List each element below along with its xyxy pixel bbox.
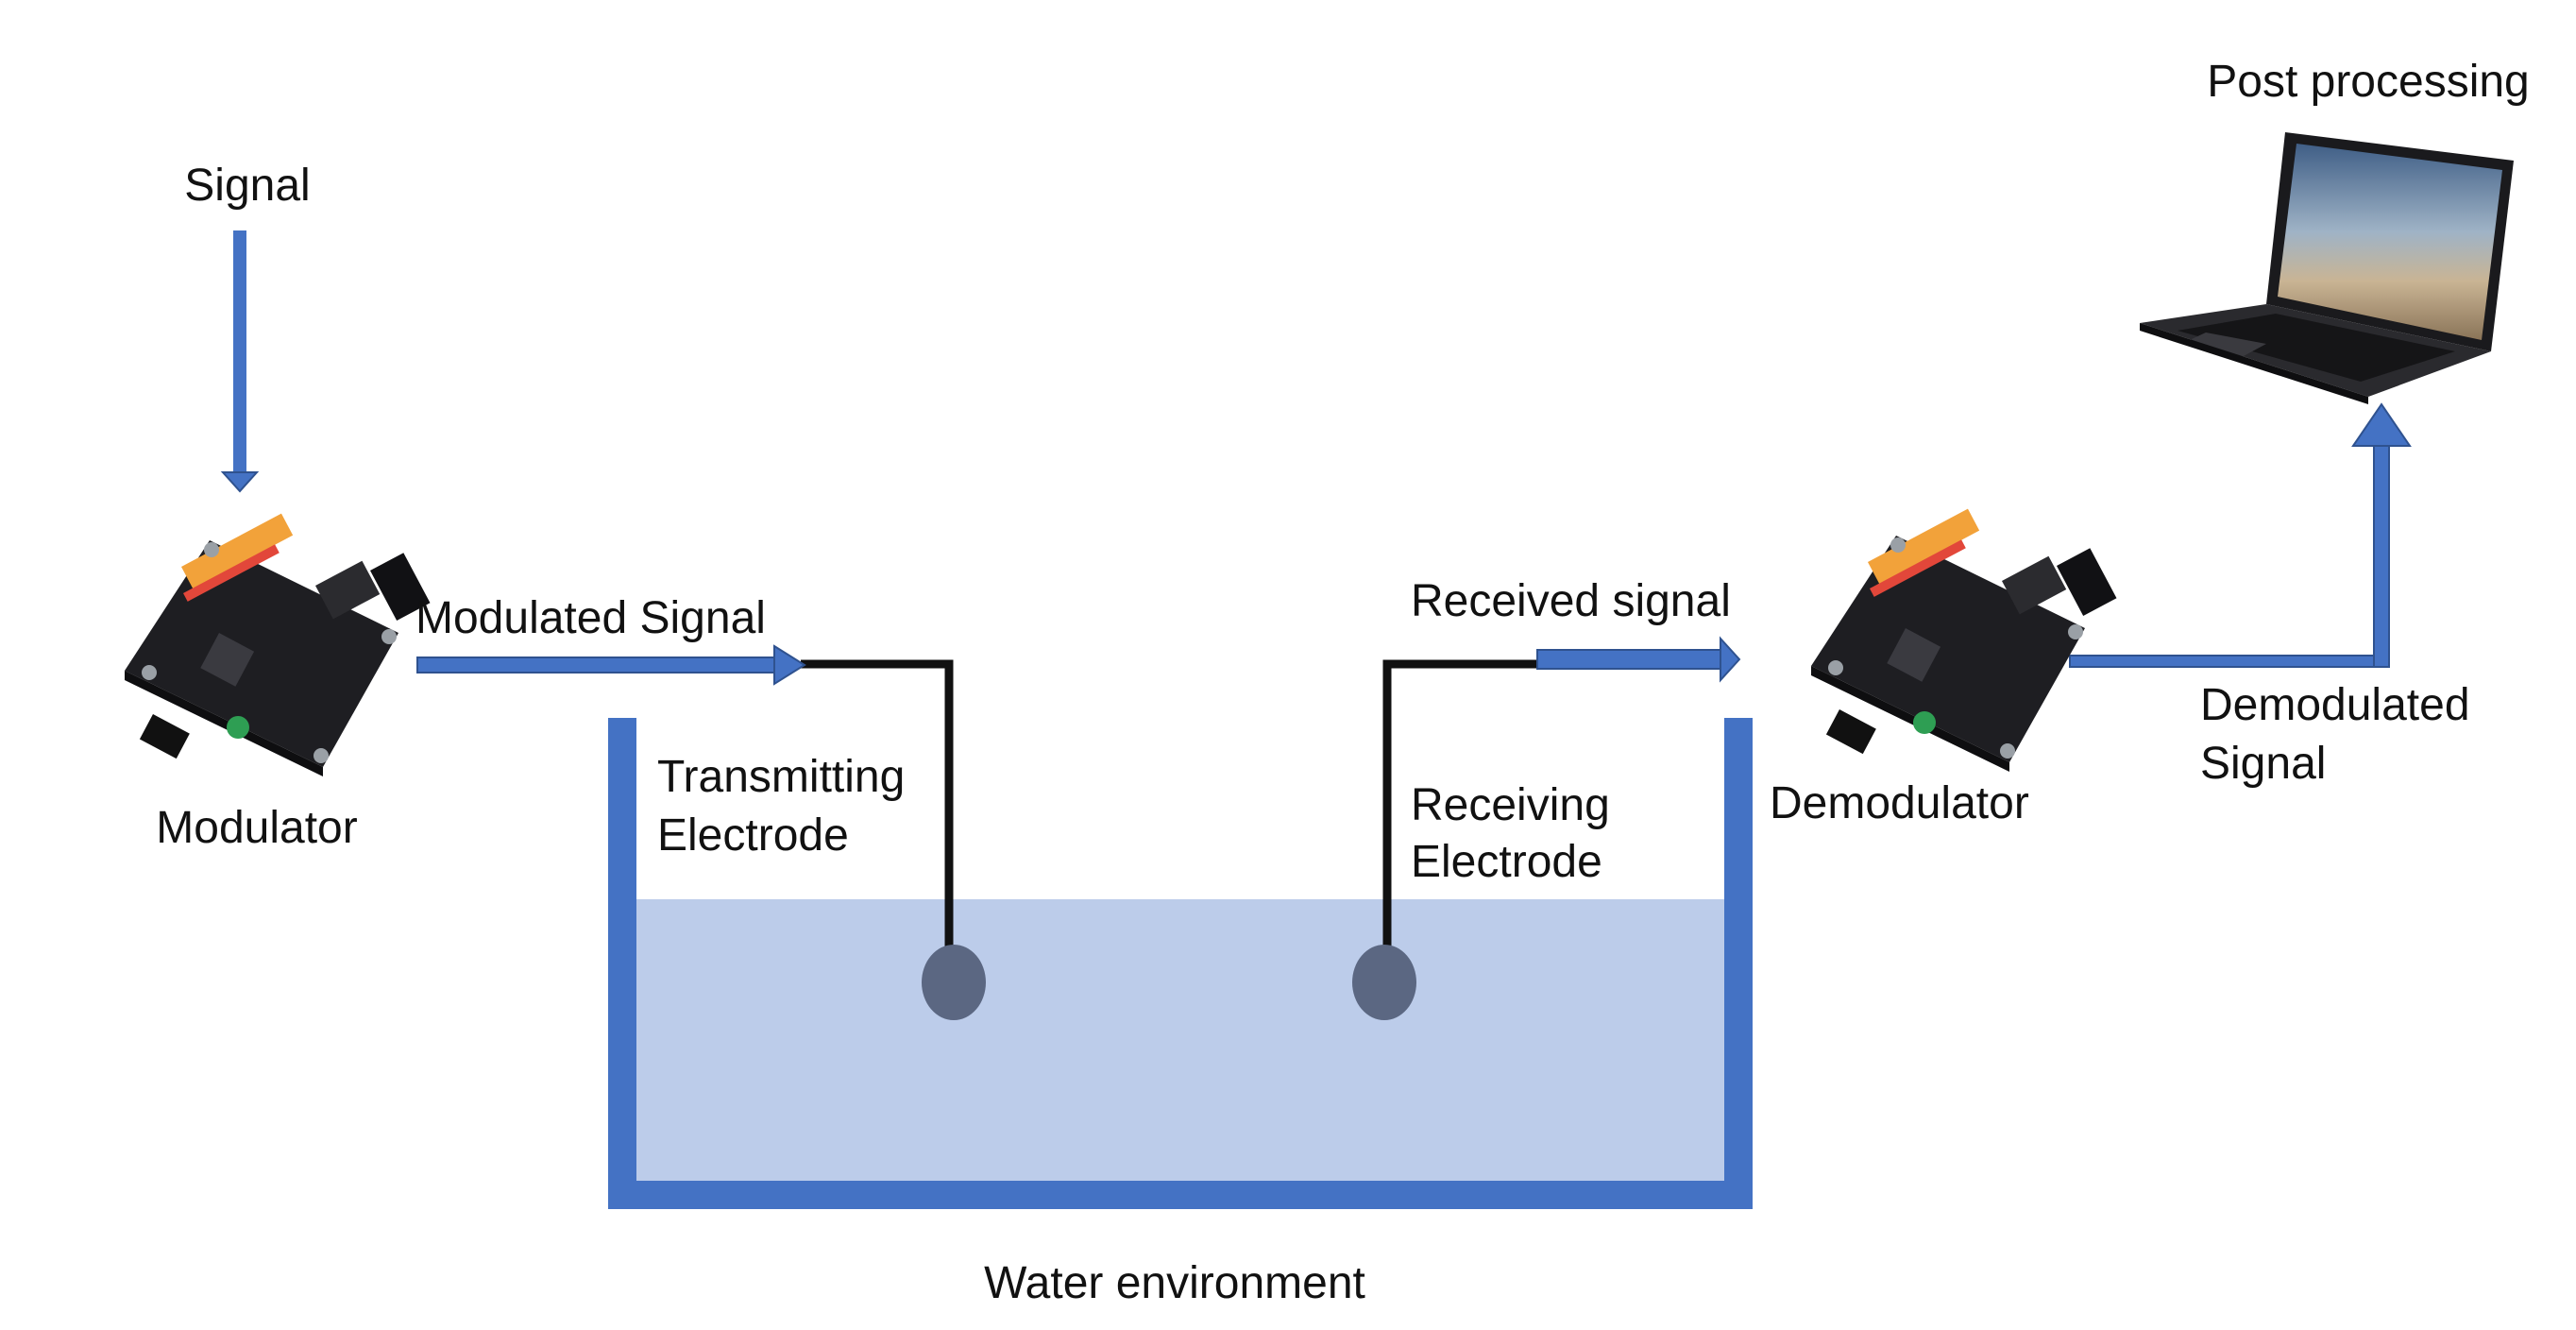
modulator-board-icon	[125, 513, 431, 776]
laptop-icon	[2140, 132, 2514, 404]
laptop-front-edge	[2140, 323, 2368, 404]
received-signal-arrow	[1536, 636, 1741, 683]
demodulator-label: Demodulator	[1770, 778, 2029, 828]
transmitting-electrode-label-line2: Electrode	[657, 810, 849, 861]
modulated-signal-arrow	[416, 644, 806, 686]
receiving-wire	[1382, 659, 1537, 954]
water-tank	[608, 718, 1753, 1209]
water-body	[635, 899, 1732, 1183]
signal-label: Signal	[184, 161, 310, 211]
demodulated-signal-arrow	[2069, 402, 2412, 668]
tank-right-wall	[1724, 718, 1753, 1209]
transmitting-electrode-label-line1: Transmitting	[657, 752, 905, 802]
transmitting-wire	[801, 659, 954, 954]
signal-arrow	[220, 230, 260, 493]
tank-bottom	[608, 1181, 1753, 1209]
demodulator-board-icon	[1811, 508, 2117, 772]
receiving-electrode-label-line1: Receiving	[1411, 780, 1610, 830]
electrode-wires	[801, 659, 1537, 1020]
demodulated-signal-label-line2: Signal	[2200, 739, 2326, 789]
tank-left-wall	[608, 718, 636, 1209]
received-signal-label: Received signal	[1411, 576, 1731, 626]
receiving-electrode-head	[1352, 945, 1416, 1020]
demodulated-signal-label-line1: Demodulated	[2200, 680, 2470, 730]
laptop-screen	[2278, 144, 2502, 340]
modulated-signal-label: Modulated Signal	[415, 593, 766, 643]
receiving-electrode-label-line2: Electrode	[1411, 837, 1602, 887]
post-processing-label: Post processing	[2207, 57, 2530, 107]
water-environment-label: Water environment	[984, 1258, 1365, 1308]
modulator-label: Modulator	[156, 803, 357, 853]
transmitting-electrode-head	[922, 945, 986, 1020]
laptop-keyboard	[2178, 314, 2455, 382]
arrows	[220, 230, 2412, 686]
laptop-touchpad	[2181, 332, 2266, 357]
